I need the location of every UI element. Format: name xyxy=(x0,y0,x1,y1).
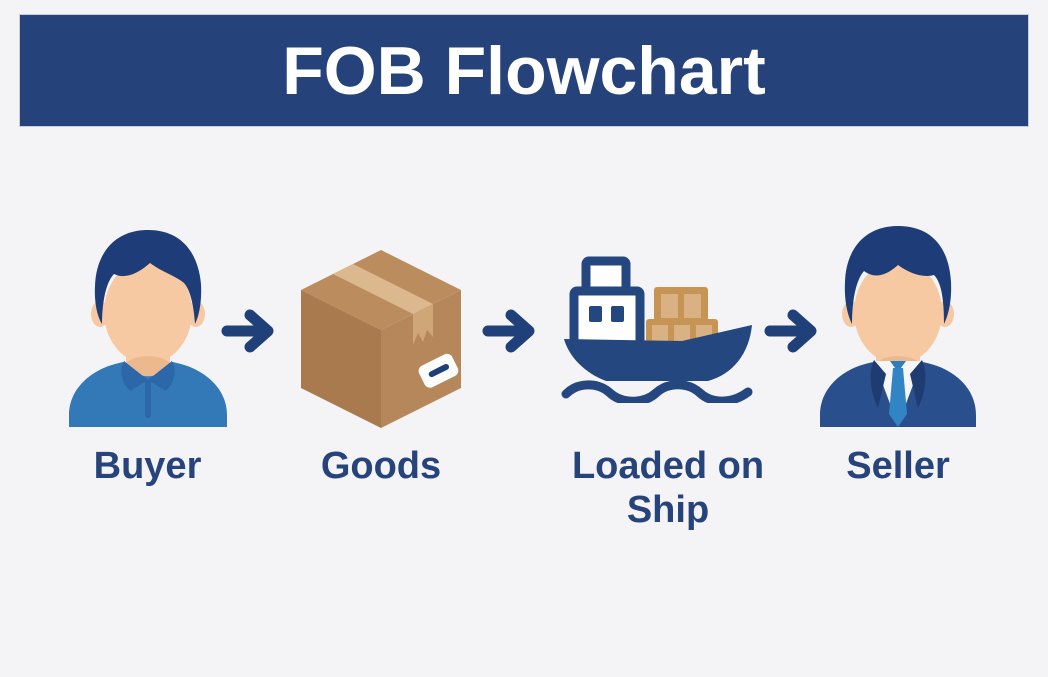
goods-label: Goods xyxy=(320,445,442,487)
buyer-collar-right xyxy=(148,361,175,391)
goods-step xyxy=(296,246,466,428)
buyer-face xyxy=(104,260,192,364)
connector-3 xyxy=(763,308,823,354)
arrow-right-icon xyxy=(482,309,535,353)
title-banner: FOB Flowchart xyxy=(19,14,1029,127)
buyer-label: Buyer xyxy=(93,445,202,487)
ship-main-cabin xyxy=(569,286,645,350)
seller-businessman-icon xyxy=(820,226,976,427)
box-left-face xyxy=(301,290,381,428)
box-right-face xyxy=(381,290,461,428)
connector-2 xyxy=(481,308,541,354)
connector-1 xyxy=(220,308,280,354)
arrow-right-icon xyxy=(221,309,274,353)
arrow-right-icon xyxy=(764,309,817,353)
seller-step xyxy=(814,218,982,427)
ship-window-right xyxy=(611,306,624,322)
ship-hull xyxy=(564,325,752,381)
buyer-hair xyxy=(94,230,202,324)
cargo-ship-icon xyxy=(561,256,753,403)
ship-water-wave xyxy=(561,380,753,403)
box-shipping-label xyxy=(418,353,459,388)
buyer-placket xyxy=(145,380,151,418)
box-tape-strip xyxy=(333,264,433,314)
box-tape-end xyxy=(413,304,433,345)
seller-tie xyxy=(889,361,907,427)
loaded-on-ship-step xyxy=(558,253,756,403)
loaded-on-ship-label: Loaded on Ship xyxy=(571,445,765,531)
buyer-collar-left xyxy=(121,361,148,391)
seller-hair xyxy=(844,226,952,324)
seller-lapel-left xyxy=(870,360,886,408)
buyer-person-icon xyxy=(69,230,227,427)
package-box-icon xyxy=(301,250,461,428)
seller-lapel-right xyxy=(910,360,926,408)
ship-window-left xyxy=(589,306,602,322)
seller-label: Seller xyxy=(846,445,950,487)
buyer-step xyxy=(62,220,233,427)
page-title: FOB Flowchart xyxy=(282,32,766,109)
seller-face xyxy=(854,260,942,364)
